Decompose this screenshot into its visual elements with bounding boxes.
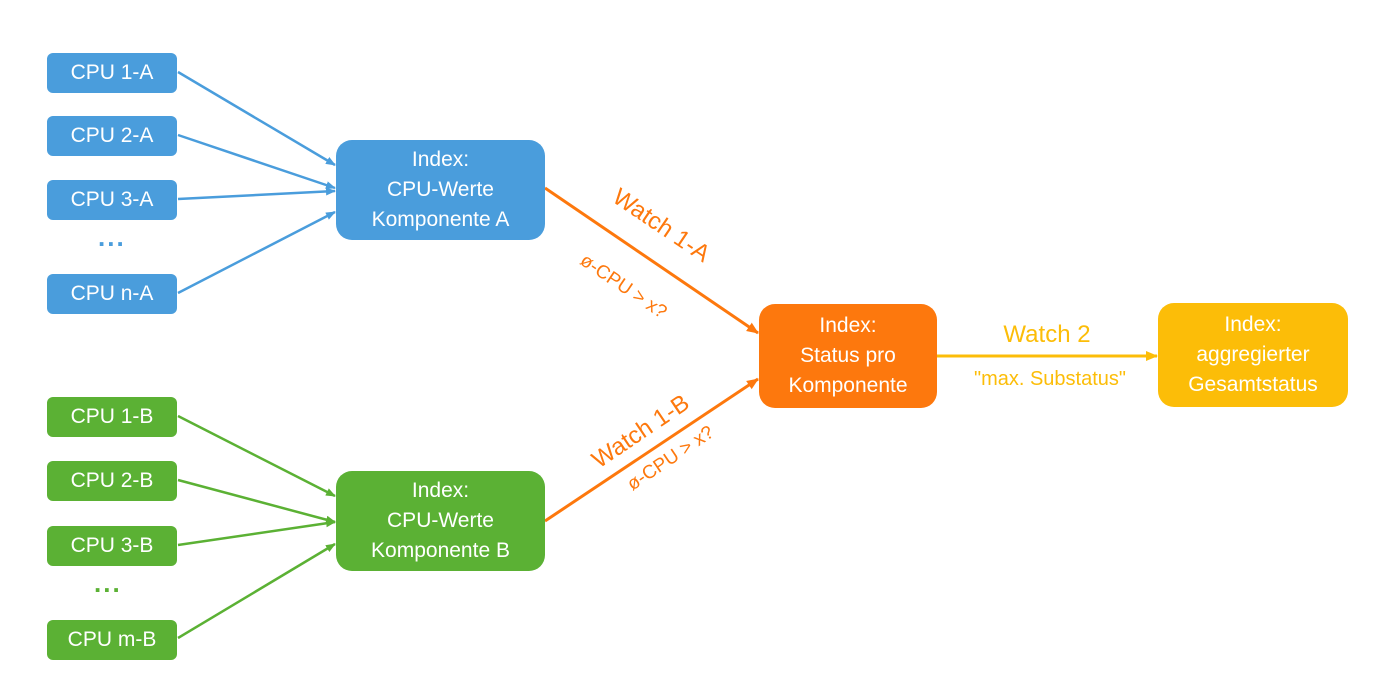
index-a-line-2: CPU-Werte xyxy=(387,178,494,201)
status-index-line-3: Komponente xyxy=(788,374,908,397)
index-cpu-values-b: Index: CPU-Werte Komponente B xyxy=(336,471,545,571)
arrow-cpu-na-to-index-a xyxy=(177,210,336,295)
arrow-cpu-3a-to-index-a xyxy=(177,187,336,201)
index-b-line-3: Komponente B xyxy=(371,539,510,562)
arrow-cpu-3b-to-index-b xyxy=(177,519,336,547)
index-aggregate-status: Index: aggregierter Gesamtstatus xyxy=(1158,303,1348,407)
cpu-2a-label: CPU 2-A xyxy=(70,124,154,147)
cpu-3a-node: CPU 3-A xyxy=(47,180,177,220)
arrow-cpu-mb-to-index-b xyxy=(177,542,336,640)
cpu-3a-label: CPU 3-A xyxy=(70,188,154,211)
arrow-watch-1b xyxy=(544,377,759,523)
index-a-line-3: Komponente A xyxy=(371,208,510,231)
cpu-mb-label: CPU m-B xyxy=(67,628,157,651)
watch-2-title: Watch 2 xyxy=(1003,321,1091,348)
status-index-line-1: Index: xyxy=(819,314,877,337)
ellipsis-a: ... xyxy=(98,222,126,252)
status-index-line-2: Status pro xyxy=(800,344,896,367)
cpu-na-label: CPU n-A xyxy=(70,282,154,305)
cpu-1a-node: CPU 1-A xyxy=(47,53,177,93)
cpu-1a-label: CPU 1-A xyxy=(70,61,154,84)
cpu-na-node: CPU n-A xyxy=(47,274,177,314)
index-b-line-2: CPU-Werte xyxy=(387,509,494,532)
aggregate-index-line-3: Gesamtstatus xyxy=(1188,373,1318,396)
cpu-2b-node: CPU 2-B xyxy=(47,461,177,501)
ellipsis-b: ... xyxy=(94,568,122,598)
arrow-cpu-1b-to-index-b xyxy=(177,414,336,498)
cpu-3b-node: CPU 3-B xyxy=(47,526,177,566)
index-a-line-1: Index: xyxy=(411,148,470,171)
watch-2-condition: "max. Substatus" xyxy=(973,368,1127,390)
arrow-watch-1a xyxy=(544,186,759,335)
aggregate-index-line-1: Index: xyxy=(1224,313,1282,336)
cpu-1b-label: CPU 1-B xyxy=(70,405,154,428)
cpu-mb-node: CPU m-B xyxy=(47,620,177,660)
cpu-2b-label: CPU 2-B xyxy=(70,469,154,492)
index-cpu-values-a: Index: CPU-Werte Komponente A xyxy=(336,140,545,240)
cpu-3b-label: CPU 3-B xyxy=(70,534,154,557)
arrow-cpu-1a-to-index-a xyxy=(177,70,336,167)
cpu-2a-node: CPU 2-A xyxy=(47,116,177,156)
index-status-per-component: Index: Status pro Komponente xyxy=(759,304,937,408)
arrow-cpu-2a-to-index-a xyxy=(177,133,336,190)
cpu-1b-node: CPU 1-B xyxy=(47,397,177,437)
aggregate-index-line-2: aggregierter xyxy=(1196,343,1310,366)
index-b-line-1: Index: xyxy=(411,479,470,502)
arrow-cpu-2b-to-index-b xyxy=(177,478,336,524)
